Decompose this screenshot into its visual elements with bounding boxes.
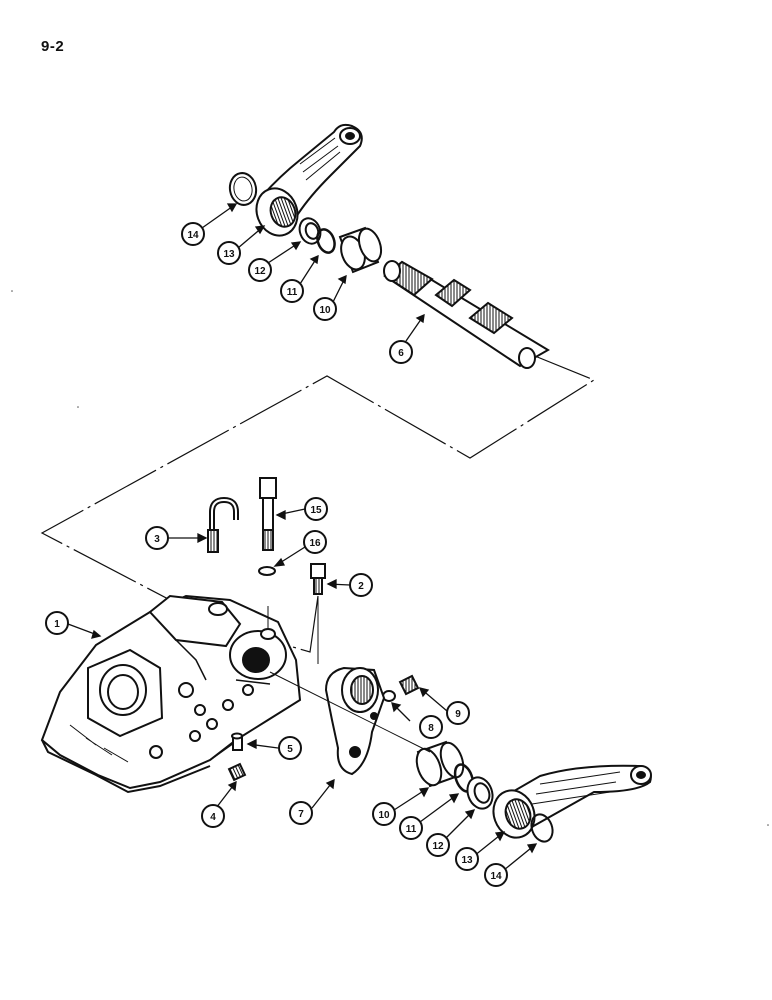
callout-16: 16 <box>303 530 327 554</box>
set-screw <box>398 674 420 696</box>
callout-9: 9 <box>446 701 470 725</box>
svg-text:4: 4 <box>210 812 216 823</box>
svg-text:7: 7 <box>298 809 304 820</box>
snap-ring-top <box>228 172 258 206</box>
lift-housing <box>40 594 302 794</box>
lift-arm-bottom <box>492 764 652 839</box>
svg-text:13: 13 <box>223 249 235 260</box>
callout-1: 1 <box>45 611 69 635</box>
long-bolt <box>259 477 277 551</box>
dowel-pin <box>231 732 243 751</box>
washer <box>258 566 276 576</box>
svg-text:12: 12 <box>254 266 266 277</box>
seal-ring-bottom <box>466 776 494 810</box>
elbow-pipe <box>207 496 239 553</box>
lift-crank <box>324 666 386 776</box>
callout-13-top: 13 <box>217 241 241 265</box>
callout-7: 7 <box>289 801 313 825</box>
svg-text:15: 15 <box>310 505 322 516</box>
callout-11-bottom: 11 <box>399 816 423 840</box>
svg-text:13: 13 <box>461 855 473 866</box>
callout-15: 15 <box>304 497 328 521</box>
svg-text:8: 8 <box>428 723 434 734</box>
svg-text:10: 10 <box>378 810 390 821</box>
svg-text:10: 10 <box>319 305 331 316</box>
svg-text:9: 9 <box>455 709 461 720</box>
callout-4: 4 <box>201 804 225 828</box>
callout-11-top: 11 <box>280 279 304 303</box>
seal-ring-top <box>298 217 322 245</box>
o-ring-top <box>316 228 336 254</box>
svg-text:12: 12 <box>432 841 444 852</box>
callout-14-top: 14 <box>181 222 205 246</box>
svg-text:3: 3 <box>154 534 160 545</box>
leader-lines <box>67 203 538 871</box>
callout-2: 2 <box>349 573 373 597</box>
callout-12-top: 12 <box>248 258 272 282</box>
callout-14-bottom: 14 <box>484 863 508 887</box>
svg-text:1: 1 <box>54 619 60 630</box>
svg-text:14: 14 <box>490 871 502 882</box>
callout-13-bottom: 13 <box>455 847 479 871</box>
svg-text:11: 11 <box>406 824 417 835</box>
callout-12-bottom: 12 <box>426 833 450 857</box>
callout-6: 6 <box>389 340 413 364</box>
svg-text:6: 6 <box>398 348 404 359</box>
assembly-guide-line <box>40 351 596 653</box>
svg-text:16: 16 <box>309 538 321 549</box>
lift-arm-top <box>255 123 363 237</box>
svg-text:2: 2 <box>358 581 364 592</box>
snap-ring-bottom <box>530 813 554 843</box>
callout-5: 5 <box>278 736 302 760</box>
short-bolt <box>310 563 326 595</box>
callout-8: 8 <box>419 715 443 739</box>
svg-text:14: 14 <box>187 230 199 241</box>
page-number: 9-2 <box>41 38 65 55</box>
svg-text:11: 11 <box>287 287 298 298</box>
bushing-bottom <box>415 740 465 788</box>
callout-10-bottom: 10 <box>372 802 396 826</box>
callout-3: 3 <box>145 526 169 550</box>
callout-10-top: 10 <box>313 297 337 321</box>
scan-specks <box>11 290 769 826</box>
cross-shaft <box>383 260 550 369</box>
pipe-plug <box>227 762 247 782</box>
shaft-centerline <box>267 596 431 753</box>
bushing-top <box>338 226 383 274</box>
small-washer <box>382 690 396 702</box>
svg-text:5: 5 <box>287 744 293 755</box>
